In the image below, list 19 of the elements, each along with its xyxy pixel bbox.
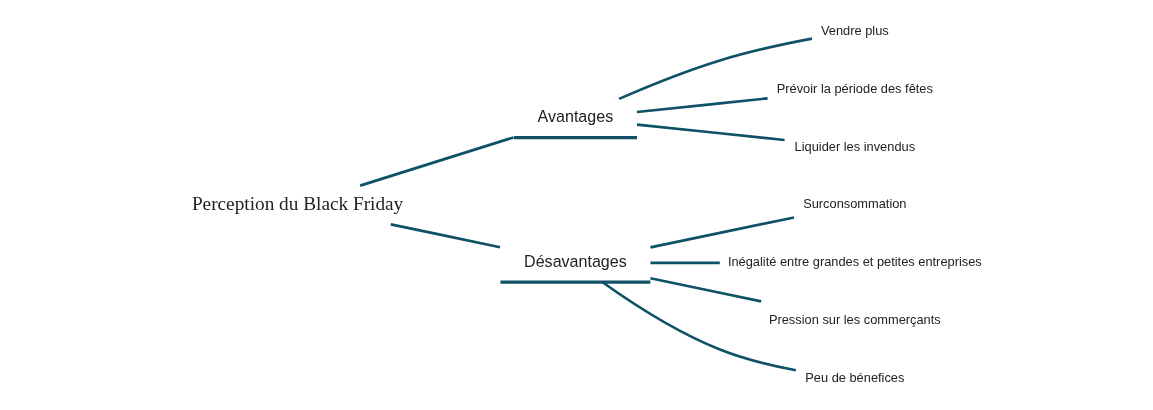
connector [636,97,768,114]
node-text: Avantages [537,107,613,126]
node-text: Perception du Black Friday [191,192,403,214]
connector [618,37,812,101]
node-text: Pression sur les commerçants [768,311,941,327]
connector [601,281,796,372]
connector [649,216,794,249]
node-text: Désavantages [523,251,627,270]
connector [359,136,514,187]
node-text: Surconsommation [802,196,907,212]
node-text: Liquider les invendus [794,138,915,154]
node-text: Peu de bénefices [804,369,904,385]
node-text: Vendre plus [820,22,889,38]
connector [636,123,785,142]
node-text: Inégalité entre grandes et petites entreprises [727,254,982,270]
node-text: Prévoir la période des fêtes [776,80,933,96]
connector [390,223,500,249]
connector [649,276,761,303]
connector [649,261,720,265]
